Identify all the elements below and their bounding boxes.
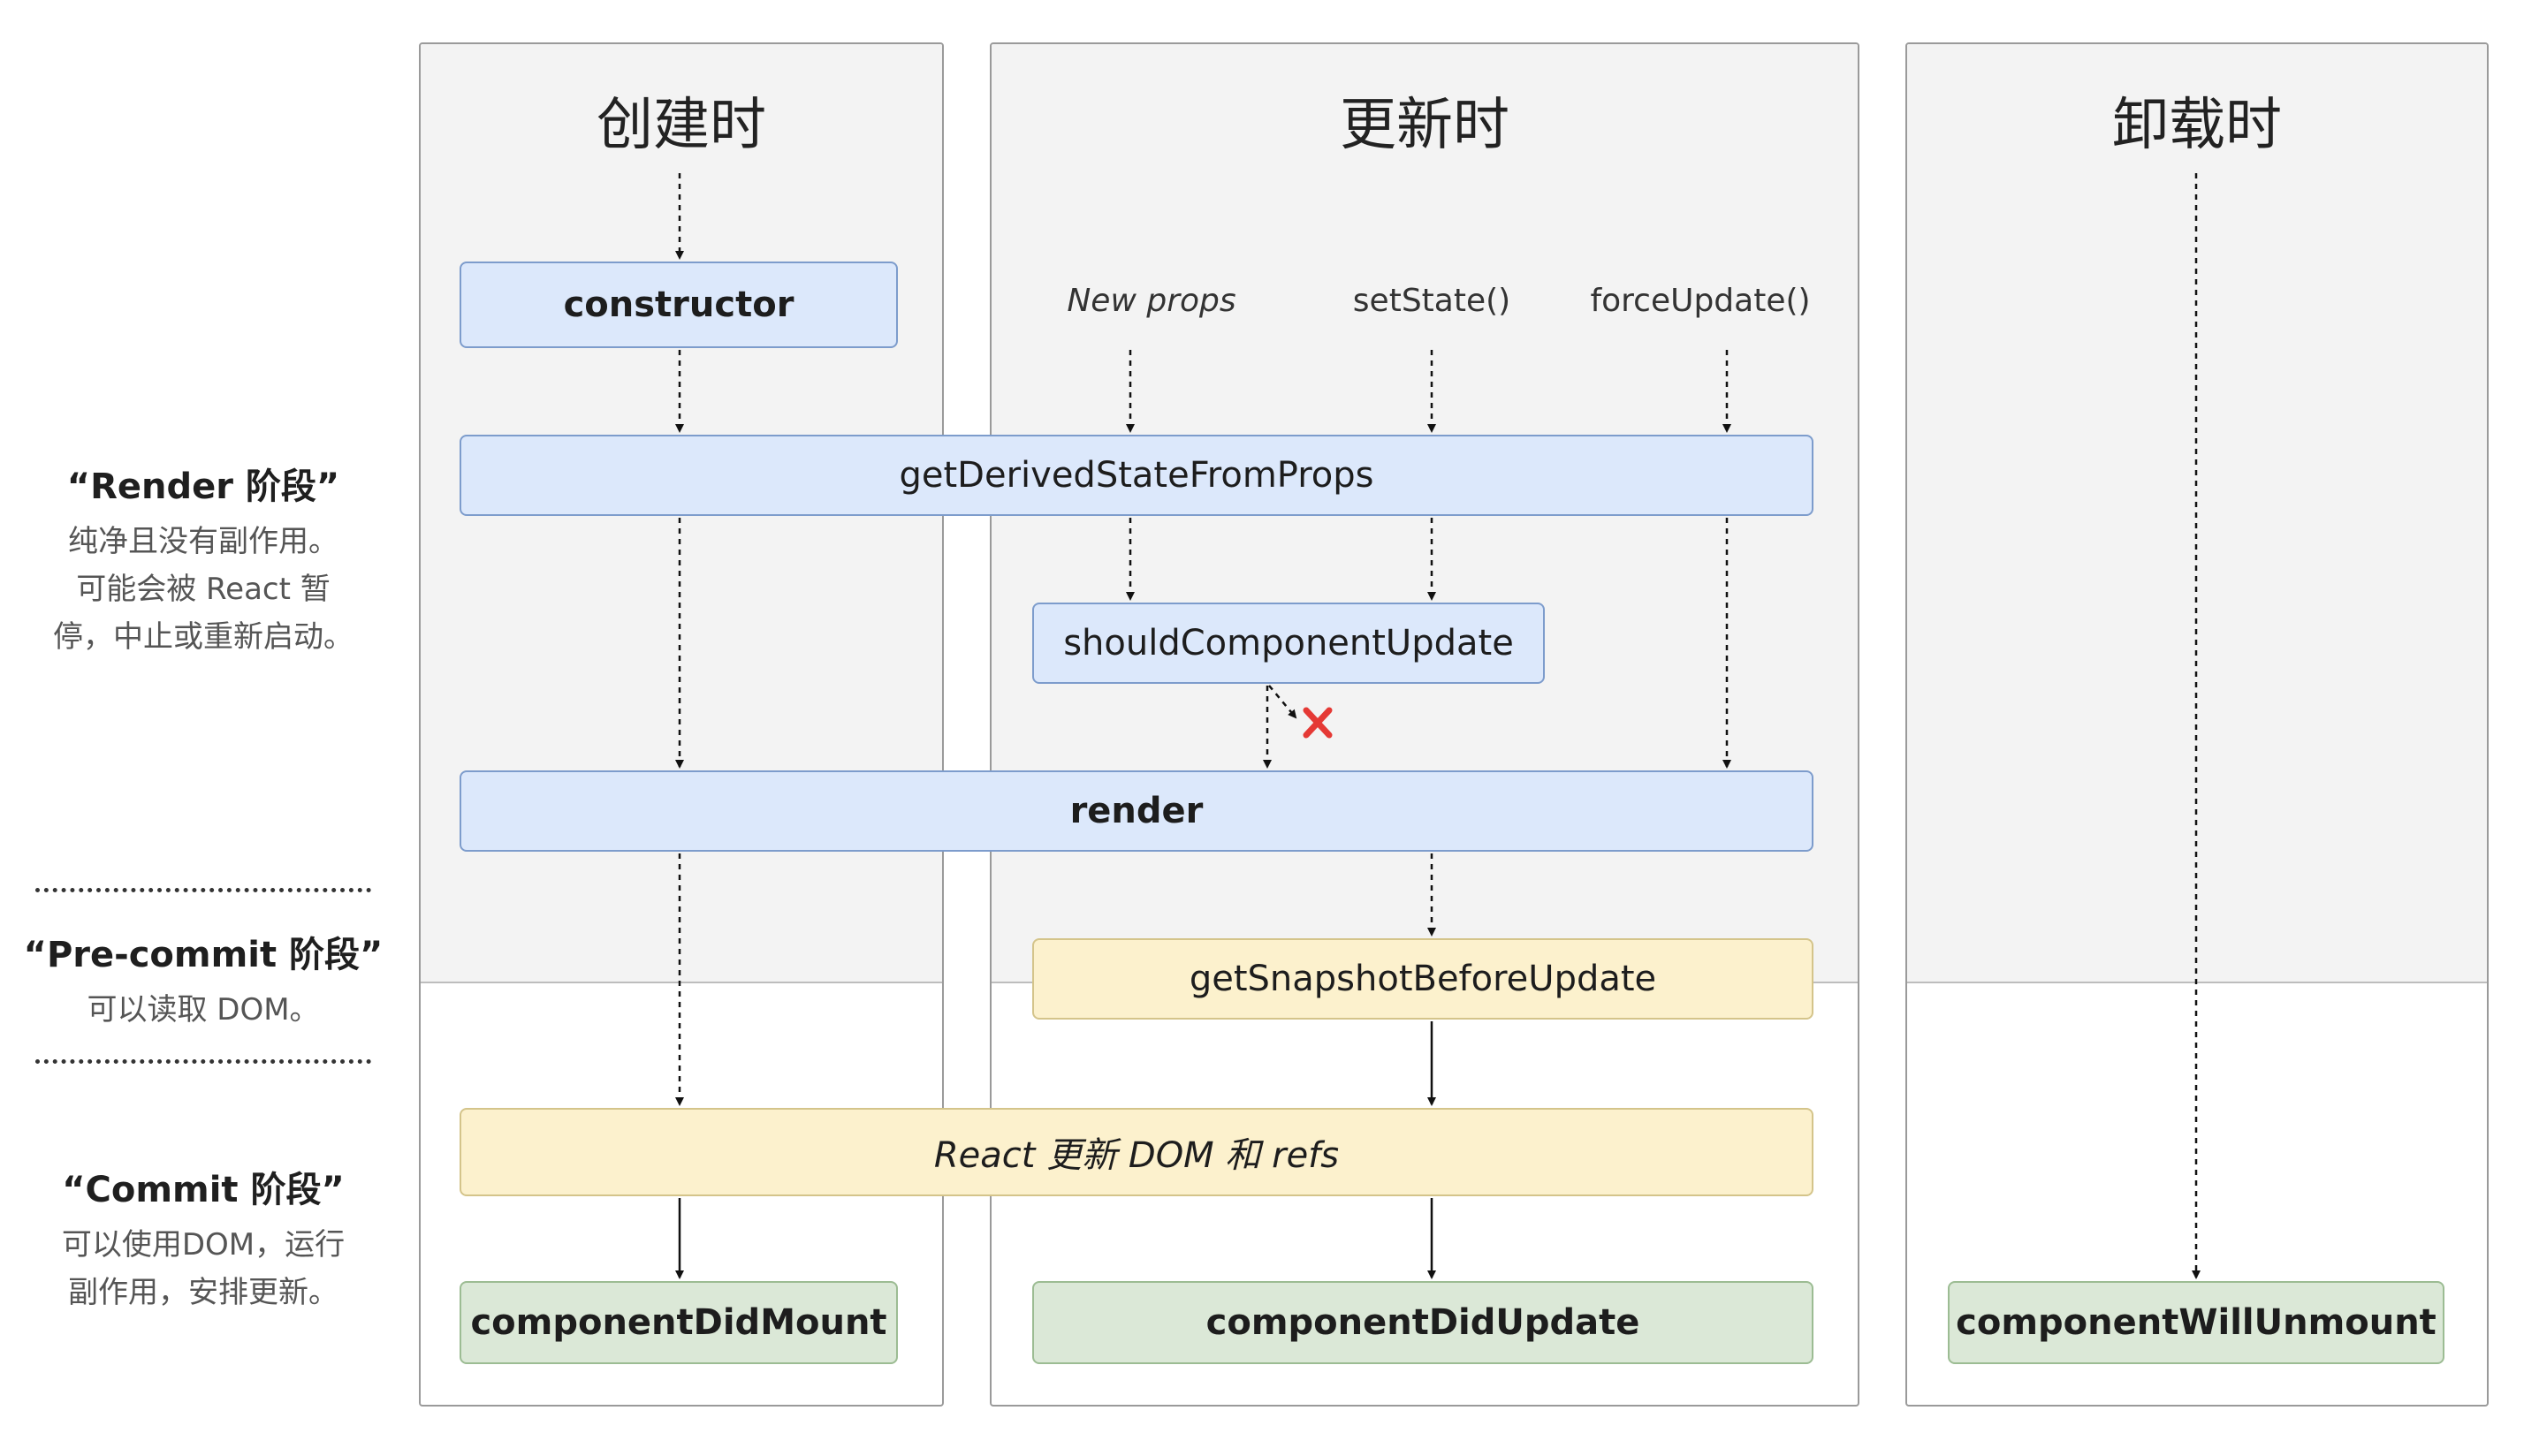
stage-desc-line: 纯净且没有副作用。 [68, 524, 338, 559]
column-title-unmount: 卸载时 [2112, 93, 2282, 158]
trigger-new-props: New props [1067, 283, 1236, 319]
column-title-mount: 创建时 [597, 93, 766, 158]
node-get-derived-state-from-props: getDerivedStateFromProps [460, 435, 1813, 516]
column-title-update: 更新时 [1340, 93, 1509, 158]
stage-desc-line: 停，中止或重新启动。 [53, 619, 354, 655]
stage-title-commit: “Commit 阶段” [62, 1170, 345, 1210]
node-react-updates-dom: React 更新 DOM 和 refs [460, 1108, 1813, 1196]
stage-desc-line: 可以使用DOM，运行 [61, 1227, 346, 1263]
column-unmount: 卸载时 [1905, 42, 2489, 1407]
stage-separator [35, 888, 371, 892]
stage-desc-commit: 可以使用DOM，运行 副作用，安排更新。 [27, 1221, 380, 1316]
stage-desc-line: 可以读取 DOM。 [87, 992, 320, 1028]
column-render-area [1907, 44, 2487, 983]
stage-title-precommit: “Pre-commit 阶段” [23, 935, 384, 975]
stage-separator [35, 1059, 371, 1064]
stage-desc-line: 副作用，安排更新。 [68, 1275, 338, 1310]
stage-desc-line: 可能会被 React 暂 [76, 572, 331, 607]
node-constructor: constructor [460, 262, 898, 348]
stage-desc-render: 纯净且没有副作用。 可能会被 React 暂 停，中止或重新启动。 [27, 518, 380, 661]
node-component-did-mount: componentDidMount [460, 1281, 898, 1364]
node-component-will-unmount: componentWillUnmount [1948, 1281, 2444, 1364]
node-get-snapshot-before-update: getSnapshotBeforeUpdate [1032, 938, 1813, 1020]
node-render: render [460, 770, 1813, 852]
column-update: 更新时 [990, 42, 1859, 1407]
node-should-component-update: shouldComponentUpdate [1032, 603, 1545, 684]
column-mount: 创建时 [419, 42, 944, 1407]
trigger-force-update: forceUpdate() [1590, 283, 1811, 319]
stage-desc-precommit: 可以读取 DOM。 [27, 986, 380, 1034]
trigger-set-state: setState() [1352, 283, 1511, 319]
stage-title-render: “Render 阶段” [66, 466, 340, 507]
node-component-did-update: componentDidUpdate [1032, 1281, 1813, 1364]
